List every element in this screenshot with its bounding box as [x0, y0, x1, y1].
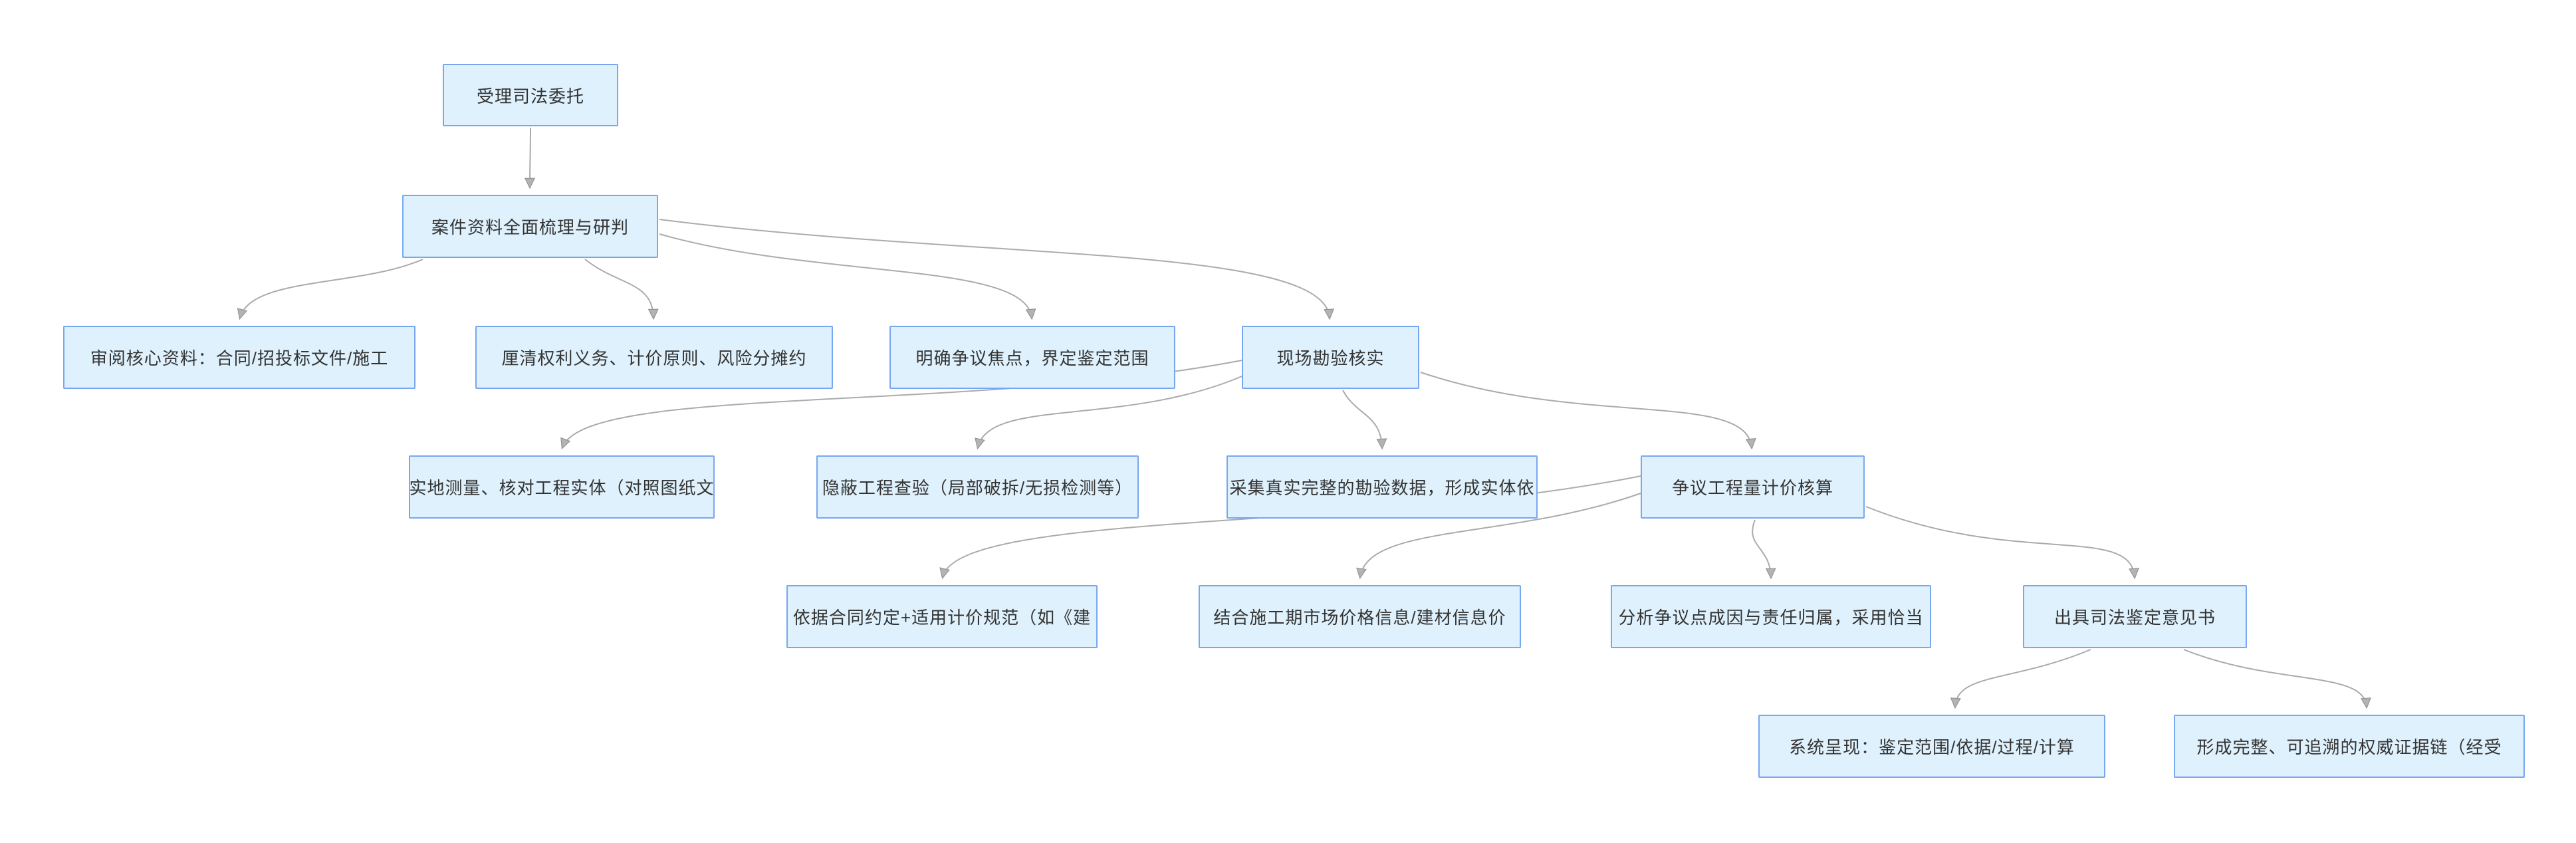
- flow-node-label: 实地测量、核对工程实体（对照图纸文: [409, 478, 715, 498]
- flow-edge-case-material-review-to-clarify-rights: [584, 259, 659, 320]
- flow-node-label: 结合施工期市场价格信息/建材信息价: [1213, 608, 1506, 628]
- flow-node-label: 隐蔽工程查验（局部破拆/无损检测等）: [822, 478, 1133, 498]
- flow-node-review-core-materials[interactable]: 审阅核心资料：合同/招投标文件/施工: [63, 326, 415, 389]
- flow-node-collect-survey-data[interactable]: 采集真实完整的勘验数据，形成实体依: [1227, 455, 1538, 519]
- flow-node-label: 明确争议焦点，界定鉴定范围: [915, 348, 1149, 368]
- flow-node-issue-opinion[interactable]: 出具司法鉴定意见书: [2023, 585, 2247, 648]
- flow-edge-issue-opinion-to-evidence-chain: [2183, 649, 2371, 709]
- flow-node-label: 系统呈现：鉴定范围/依据/过程/计算: [1789, 737, 2075, 757]
- flow-edge-quantity-pricing-check-to-issue-opinion: [1865, 506, 2139, 580]
- flow-node-accept-commission[interactable]: 受理司法委托: [443, 64, 618, 126]
- flow-node-systematic-presentation[interactable]: 系统呈现：鉴定范围/依据/过程/计算: [1758, 715, 2105, 778]
- flow-node-label: 厘清权利义务、计价原则、风险分摊约: [501, 348, 807, 368]
- flow-node-label: 出具司法鉴定意见书: [2053, 608, 2216, 628]
- flow-node-evidence-chain[interactable]: 形成完整、可追溯的权威证据链（经受: [2174, 715, 2525, 778]
- flow-edge-quantity-pricing-check-to-dispute-cause-analysis: [1752, 519, 1776, 580]
- flow-edge-case-material-review-to-site-survey: [659, 219, 1335, 320]
- flow-node-quantity-pricing-check[interactable]: 争议工程量计价核算: [1641, 455, 1865, 519]
- flow-node-label: 争议工程量计价核算: [1671, 478, 1833, 498]
- flow-node-case-material-review[interactable]: 案件资料全面梳理与研判: [402, 195, 658, 258]
- flow-edge-issue-opinion-to-systematic-presentation: [1950, 649, 2091, 709]
- flow-edge-case-material-review-to-review-core-materials: [237, 259, 423, 320]
- flow-node-label: 案件资料全面梳理与研判: [431, 217, 629, 237]
- flow-node-site-survey[interactable]: 现场勘验核实: [1242, 326, 1419, 389]
- flow-node-label: 依据合同约定+适用计价规范（如《建: [792, 608, 1092, 628]
- flow-node-label: 形成完整、可追溯的权威证据链（经受: [2196, 737, 2502, 757]
- flow-edge-case-material-review-to-define-dispute-focus: [659, 233, 1036, 320]
- flow-node-label: 受理司法委托: [476, 86, 584, 106]
- flow-edge-site-survey-to-collect-survey-data: [1342, 390, 1387, 450]
- flow-node-label: 分析争议点成因与责任归属，采用恰当: [1618, 608, 1924, 628]
- flow-node-label: 现场勘验核实: [1276, 348, 1385, 368]
- flow-edge-site-survey-to-quantity-pricing-check: [1420, 372, 1756, 450]
- flow-node-label: 采集真实完整的勘验数据，形成实体依: [1229, 478, 1535, 498]
- flow-node-label: 审阅核心资料：合同/招投标文件/施工: [90, 348, 389, 368]
- flow-node-market-price-info[interactable]: 结合施工期市场价格信息/建材信息价: [1199, 585, 1521, 648]
- flow-node-hidden-works-inspection[interactable]: 隐蔽工程查验（局部破拆/无损检测等）: [816, 455, 1139, 519]
- flow-node-clarify-rights[interactable]: 厘清权利义务、计价原则、风险分摊约: [475, 326, 833, 389]
- flow-node-dispute-cause-analysis[interactable]: 分析争议点成因与责任归属，采用恰当: [1611, 585, 1931, 648]
- flow-node-field-measurement[interactable]: 实地测量、核对工程实体（对照图纸文: [409, 455, 715, 519]
- flow-node-contract-plus-norms[interactable]: 依据合同约定+适用计价规范（如《建: [786, 585, 1098, 648]
- flow-node-define-dispute-focus[interactable]: 明确争议焦点，界定鉴定范围: [889, 326, 1175, 389]
